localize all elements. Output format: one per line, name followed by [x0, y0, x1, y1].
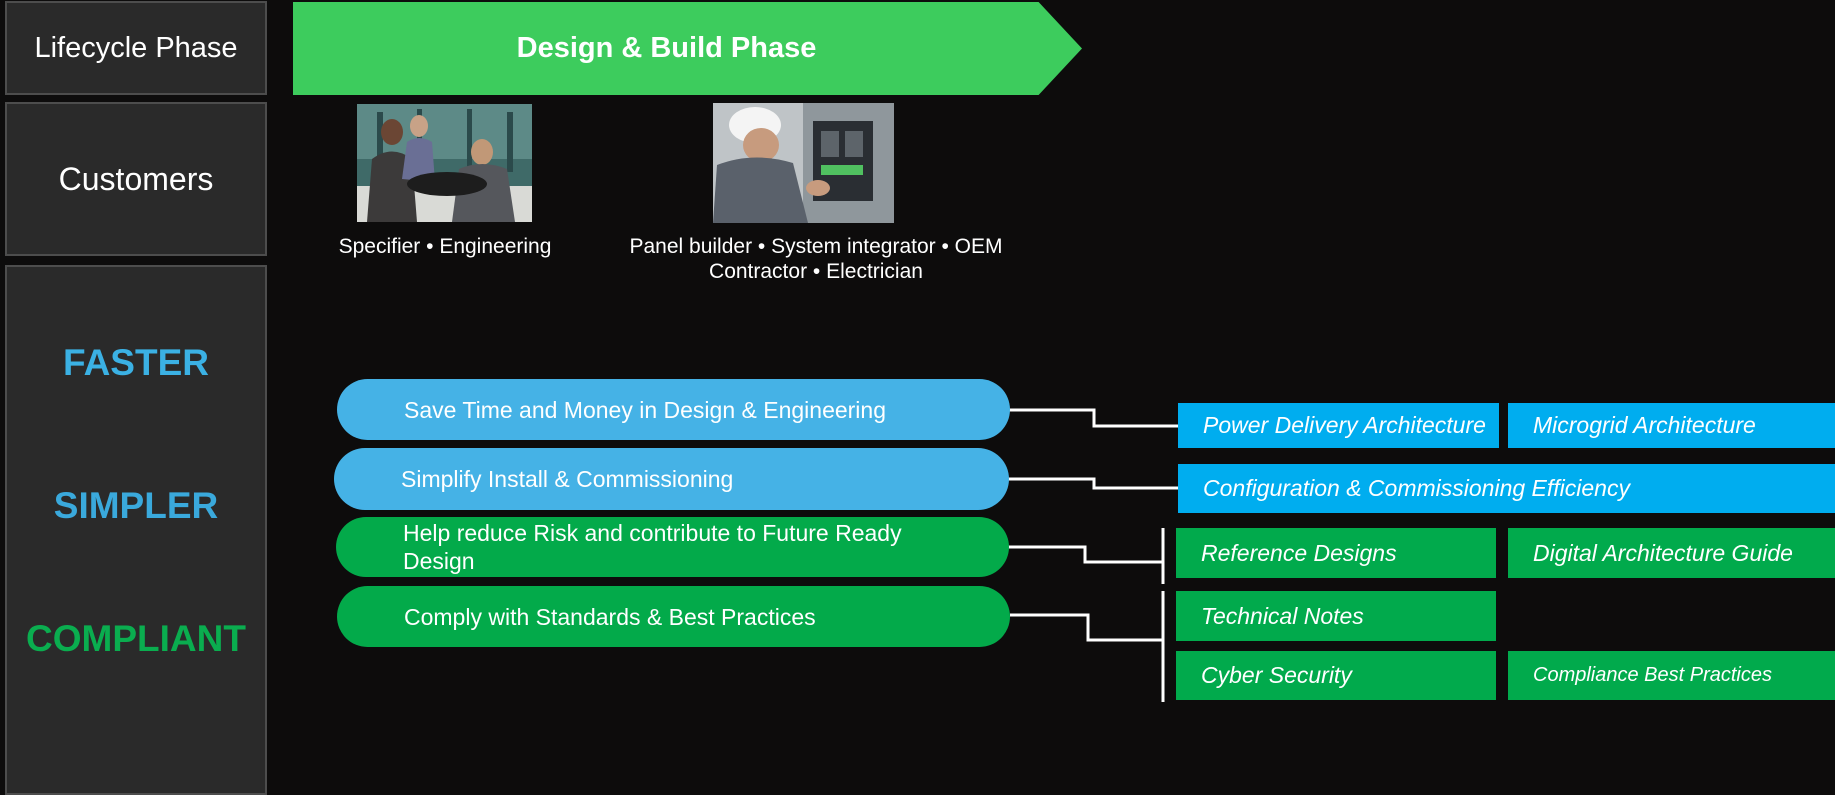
result-digital-architecture-guide: Digital Architecture Guide: [1508, 528, 1835, 578]
panel-builder-photo: [713, 103, 894, 223]
specifier-engineering-photo: [357, 104, 532, 222]
result-label: Technical Notes: [1201, 602, 1364, 629]
customer-caption-line: Contractor • Electrician: [709, 260, 923, 283]
benefit-label: Help reduce Risk and contribute to Futur…: [403, 520, 902, 574]
benefit-save-time-pill: Save Time and Money in Design & Engineer…: [337, 379, 1010, 440]
customer-caption-line: Panel builder • System integrator • OEM: [629, 235, 1003, 258]
design-build-phase-arrow: Design & Build Phase: [293, 2, 1082, 95]
connector-lines: [1007, 408, 1180, 702]
result-technical-notes: Technical Notes: [1176, 591, 1496, 641]
result-label: Cyber Security: [1201, 662, 1352, 688]
result-label: Configuration & Commissioning Efficiency: [1203, 475, 1630, 501]
benefit-simplify-install-pill: Simplify Install & Commissioning: [334, 448, 1009, 510]
result-compliance-best-practices: Compliance Best Practices: [1508, 651, 1835, 700]
customer-caption-specifier: Specifier • Engineering: [300, 234, 590, 259]
lifecycle-phase-label: Lifecycle Phase: [34, 31, 238, 64]
result-label: Compliance Best Practices: [1533, 664, 1772, 686]
result-label: Digital Architecture Guide: [1533, 539, 1793, 566]
value-compliant: COMPLIANT: [26, 618, 246, 659]
result-label: Power Delivery Architecture: [1203, 412, 1486, 438]
customer-caption-panel-builder: Panel builder • System integrator • OEM …: [604, 234, 1028, 284]
value-propositions-box: FASTER SIMPLER COMPLIANT: [5, 265, 267, 795]
benefit-label: Save Time and Money in Design & Engineer…: [404, 396, 887, 423]
result-microgrid-architecture: Microgrid Architecture: [1508, 403, 1835, 448]
customers-label-box: Customers: [5, 102, 267, 256]
result-label: Reference Designs: [1201, 539, 1397, 566]
benefit-label: Simplify Install & Commissioning: [401, 466, 734, 492]
customer-caption-line: Specifier • Engineering: [338, 235, 552, 258]
benefit-comply-standards-pill: Comply with Standards & Best Practices: [337, 586, 1010, 647]
lifecycle-phase-label-box: Lifecycle Phase: [5, 1, 267, 95]
result-reference-designs: Reference Designs: [1176, 528, 1496, 578]
result-label: Microgrid Architecture: [1533, 412, 1756, 438]
value-faster: FASTER: [63, 342, 209, 383]
customers-label: Customers: [58, 160, 214, 197]
value-simpler: SIMPLER: [53, 485, 219, 526]
benefit-reduce-risk-pill: Help reduce Risk and contribute to Futur…: [336, 517, 1009, 577]
result-power-delivery-architecture: Power Delivery Architecture: [1178, 403, 1499, 448]
result-cyber-security: Cyber Security: [1176, 651, 1496, 700]
phase-label: Design & Build Phase: [516, 32, 817, 64]
result-configuration-commissioning: Configuration & Commissioning Efficiency: [1178, 464, 1835, 513]
benefit-label: Comply with Standards & Best Practices: [404, 603, 816, 630]
